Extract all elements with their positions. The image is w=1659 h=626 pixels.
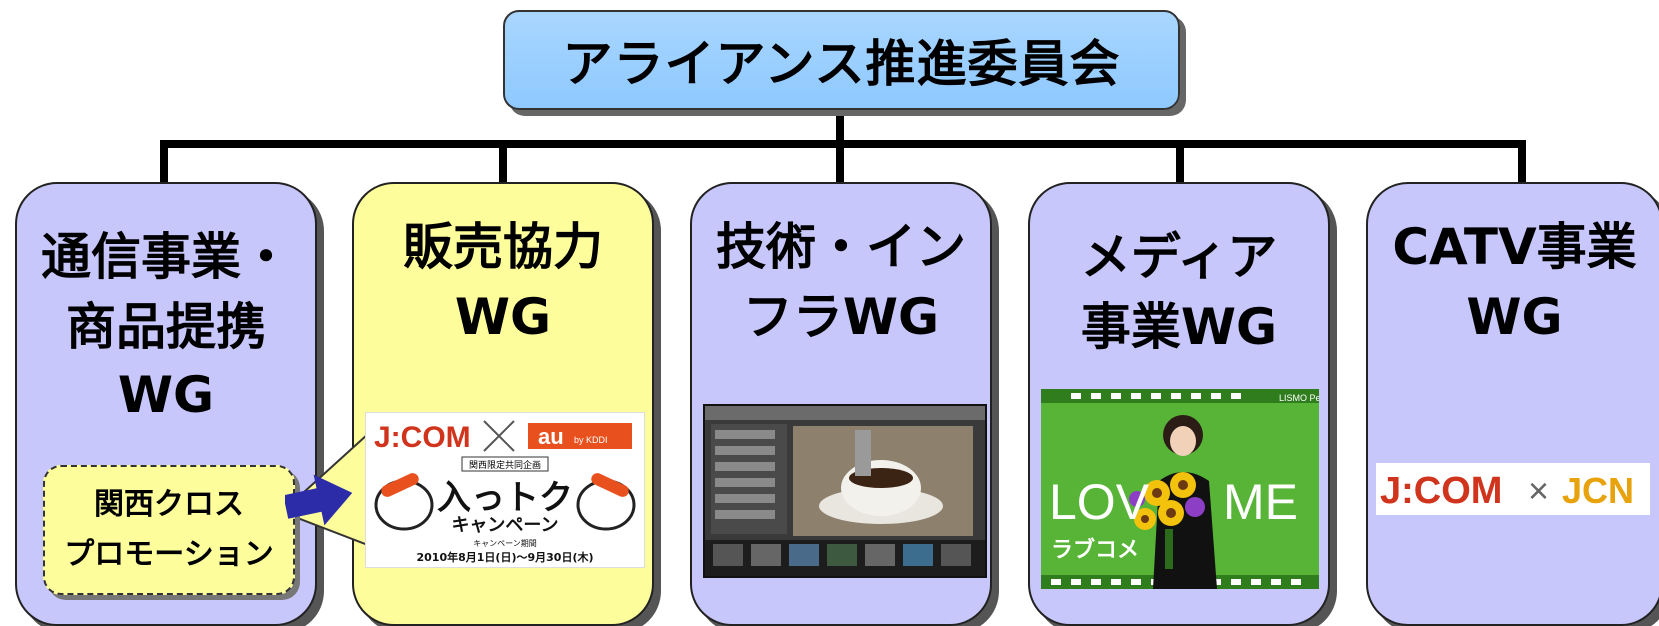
wg-title-line: メディア xyxy=(1080,228,1278,286)
au-logo-bg xyxy=(528,423,632,449)
wg-title-line: CATV事業 xyxy=(1392,218,1637,276)
loveme-image: LISMO Pet LOV ME ラブコメ xyxy=(1041,389,1319,589)
campaign-badge: 関西限定共同企画 xyxy=(469,459,541,471)
connector-drop-4 xyxy=(1176,140,1184,184)
wg-title-line: WG xyxy=(117,366,215,424)
jcom-logo-text: J:COM xyxy=(374,421,471,454)
campaign-image: J:COM au by KDDI 関西限定共同企画 入っトク キャンペーン キャ… xyxy=(365,412,645,568)
glove-left-icon xyxy=(374,473,434,531)
au-logo-sub: by KDDI xyxy=(574,435,608,445)
campaign-period-label: キャンペーン期間 xyxy=(473,539,537,548)
campaign-headline-2: キャンペーン xyxy=(451,515,558,536)
jcn-logo-text: JCN xyxy=(1562,470,1634,511)
connector-drop-1 xyxy=(160,140,168,184)
promo-line: プロモーション xyxy=(64,537,274,572)
campaign-graphic: J:COM au by KDDI 関西限定共同企画 入っトク キャンペーン キャ… xyxy=(374,420,636,564)
wg-title-line: 事業WG xyxy=(1080,298,1278,356)
jcom-jcn-graphic: J:COM × JCN xyxy=(1380,470,1634,512)
wg-title-line: 販売協力 xyxy=(403,218,603,276)
top-node-alliance-committee: アライアンス推進委員会 xyxy=(503,10,1180,110)
loveme-jp-text: ラブコメ xyxy=(1051,537,1139,563)
wg-title-line: 通信事業・ xyxy=(41,228,291,286)
wg-title-line: 技術・イン xyxy=(716,218,966,276)
connector-drop-2 xyxy=(499,140,507,184)
sunflower-bouquet-icon xyxy=(1129,472,1205,569)
campaign-dates: 2010年8月1日(日)～9月30日(木) xyxy=(417,550,594,564)
video-player-graphic xyxy=(705,406,985,576)
wg-box-catv: CATV事業 WG xyxy=(1366,182,1659,626)
connector-drop-5 xyxy=(1518,140,1526,184)
connector-trunk xyxy=(836,106,844,146)
jcom-logo-text-2: J:COM xyxy=(1380,470,1502,512)
connector-drop-3 xyxy=(836,140,844,184)
jcom-jcn-logo-image: J:COM × JCN xyxy=(1376,463,1650,515)
promo-box-kansai-cross: 関西クロス プロモーション xyxy=(43,465,295,595)
au-logo-text: au xyxy=(538,424,564,449)
loveme-tag: LISMO Pet xyxy=(1279,393,1319,403)
loveme-left-text: LOV xyxy=(1049,474,1150,530)
promo-line: 関西クロス xyxy=(94,487,244,522)
cross-symbol: × xyxy=(1528,470,1549,511)
top-node-label: アライアンス推進委員会 xyxy=(562,35,1121,93)
wg-title-line: フラWG xyxy=(742,288,940,346)
wg-title-line: WG xyxy=(454,288,552,346)
wg-title-line: WG xyxy=(1466,288,1563,346)
loveme-graphic: LISMO Pet LOV ME ラブコメ xyxy=(1041,389,1319,589)
loveme-right-text: ME xyxy=(1223,474,1298,530)
video-player-image xyxy=(703,404,987,578)
wg-title-line: 商品提携 xyxy=(66,298,266,356)
arrow-right-icon xyxy=(285,474,353,526)
glove-right-icon xyxy=(576,473,636,531)
campaign-headline-1: 入っトク xyxy=(437,478,573,518)
